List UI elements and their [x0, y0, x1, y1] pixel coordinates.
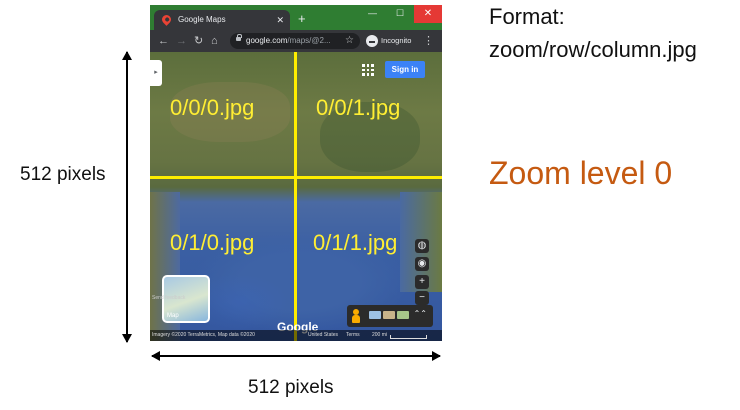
zoom-out-button[interactable]: − [415, 291, 429, 305]
tile-label-0-1-1: 0/1/1.jpg [313, 230, 398, 255]
menu-kebab-icon[interactable]: ⋮ [423, 35, 434, 47]
width-label: 512 pixels [248, 377, 334, 398]
height-label: 512 pixels [20, 164, 106, 185]
scale-bar [390, 335, 427, 339]
width-arrow [151, 351, 441, 361]
tile-label-0-0-1: 0/0/1.jpg [316, 95, 401, 120]
bookmark-star-icon[interactable]: ☆ [345, 35, 354, 46]
send-feedback-link[interactable]: Send feedback [152, 295, 186, 301]
expand-chevron-icon[interactable]: ⌃⌃ [413, 309, 427, 318]
zoom-level-label: Zoom level 0 [489, 155, 673, 191]
maximize-button[interactable]: ☐ [396, 8, 405, 18]
map-footer: Imagery ©2020 TerraMetrics, Map data ©20… [150, 330, 442, 341]
globe-view-icon[interactable]: ◍ [415, 239, 429, 253]
format-pattern: zoom/row/column.jpg [489, 37, 697, 62]
street-view-bar[interactable]: ⌃⌃ [347, 305, 433, 327]
imagery-thumb[interactable] [397, 311, 409, 319]
imagery-thumb[interactable] [369, 311, 381, 319]
tile-label-0-1-0: 0/1/0.jpg [170, 230, 255, 255]
minimize-button[interactable]: — [368, 8, 377, 18]
new-tab-button[interactable]: + [298, 11, 306, 26]
maps-pin-icon [160, 13, 173, 26]
reload-icon[interactable]: ↻ [194, 35, 204, 47]
home-icon[interactable]: ⌂ [211, 35, 218, 47]
compass-icon[interactable]: ◉ [415, 257, 429, 271]
tile-label-0-0-0: 0/0/0.jpg [170, 95, 255, 120]
side-panel-toggle[interactable]: ▸ [150, 60, 162, 86]
browser-window: Google Maps ✕ + — ☐ ✕ ← → ↻ ⌂ google.com… [150, 5, 442, 341]
terms-link[interactable]: Terms [346, 332, 360, 338]
address-bar[interactable]: google.com/maps/@2... [230, 33, 360, 49]
tab-title: Google Maps [178, 15, 226, 24]
tab-close-icon[interactable]: ✕ [276, 15, 284, 25]
tile-divider-vertical [294, 52, 297, 341]
forward-arrow-icon[interactable]: → [176, 35, 187, 47]
map-canvas[interactable]: ▸ Sign in 0/0/0.jpg 0/0/1.jpg 0/1/0.jpg … [150, 52, 442, 341]
zoom-in-button[interactable]: + [415, 275, 429, 289]
incognito-icon [366, 35, 378, 48]
browser-tab[interactable]: Google Maps ✕ [154, 10, 290, 30]
country-link[interactable]: United States [308, 332, 339, 338]
lock-icon [236, 34, 242, 41]
sign-in-button[interactable]: Sign in [385, 61, 425, 78]
layer-switcher-thumbnail[interactable]: Map [162, 275, 210, 323]
height-arrow [122, 51, 132, 343]
pegman-icon[interactable] [352, 309, 360, 323]
apps-grid-icon[interactable] [362, 64, 374, 76]
title-bar: Google Maps ✕ + — ☐ ✕ [150, 5, 442, 30]
format-title: Format: [489, 4, 565, 29]
url-text: google.com/maps/@2... [246, 36, 331, 45]
browser-toolbar: ← → ↻ ⌂ google.com/maps/@2... ☆ Incognit… [150, 30, 442, 52]
attribution-text: Imagery ©2020 TerraMetrics, Map data ©20… [152, 332, 255, 338]
imagery-thumb[interactable] [383, 311, 395, 319]
scale-label: 200 mi [372, 332, 388, 338]
tile-divider-horizontal [150, 176, 442, 179]
close-window-button[interactable]: ✕ [414, 5, 442, 23]
incognito-badge[interactable]: Incognito [366, 34, 411, 48]
back-arrow-icon[interactable]: ← [158, 35, 169, 47]
